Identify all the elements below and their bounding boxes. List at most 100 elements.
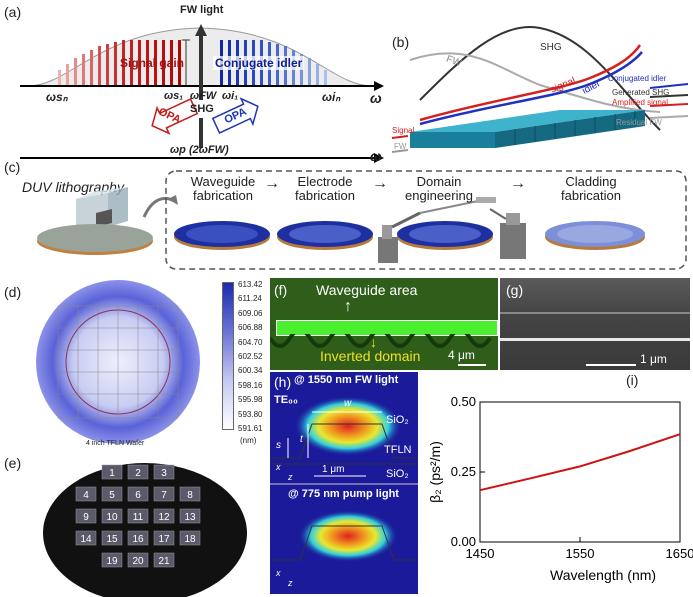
chip-number-9: 9 (83, 512, 89, 523)
signal-curve (419, 44, 642, 122)
panel-f-label: (f) (274, 282, 288, 298)
generated-shg-label: Generated SHG (612, 88, 670, 97)
waveguide-top (410, 110, 645, 132)
signal-gain-label: Signal gain (120, 56, 185, 70)
y-tick-label: 0.50 (451, 394, 476, 409)
omega-in: ωiₙ (322, 90, 341, 104)
series-line (479, 433, 681, 492)
x-tick-label: 1550 (566, 546, 595, 561)
chip-number-8: 8 (187, 490, 193, 501)
omega-sn: ωsₙ (46, 90, 68, 104)
axis-z-bottom: z (288, 578, 293, 588)
idler-curve (419, 51, 643, 126)
panel-g-label: (g) (506, 282, 524, 298)
sio2-top-label: SiO₂ (386, 414, 409, 426)
chip-number-4: 4 (83, 490, 89, 501)
chip-number-12: 12 (158, 512, 170, 523)
wafer-caption: 4 inch TFLN Wafer (86, 440, 145, 447)
chip-number-20: 20 (132, 556, 144, 567)
chip-number-1: 1 (109, 468, 115, 479)
scale-label-g: 1 μm (640, 352, 667, 366)
chip-number-14: 14 (80, 534, 92, 545)
colorbar (222, 282, 234, 430)
chip-number-19: 19 (106, 556, 118, 567)
waveguide-front (410, 132, 495, 148)
panel-c-label: (c) (4, 159, 21, 175)
step-cladding: Cladding fabrication (561, 174, 621, 203)
panel-f: (f) Waveguide area ↑ ↓ Inverted domain 4… (270, 278, 498, 370)
waveguide-arrow: ↑ (344, 298, 352, 315)
step-arrow-3: → (510, 175, 526, 192)
shg-curve (419, 25, 661, 131)
x-tick-label: 1450 (466, 546, 495, 561)
w-label: w (344, 398, 352, 409)
chip-number-13: 13 (184, 512, 196, 523)
mode-title-top: @ 1550 nm FW light (294, 374, 399, 386)
omega-s1: ωs₁ (164, 90, 184, 102)
step-waveguide: Waveguide fabrication (190, 174, 256, 203)
omega-fw: ωFW (190, 90, 217, 102)
x-tick-label: 1650 (666, 546, 693, 561)
mode-profiles (270, 396, 418, 562)
axis-x-bottom: x (276, 568, 281, 578)
gvd-chart: 1450 1550 1650 0.00 0.25 0.50 Wavelength (nm)… (427, 394, 693, 583)
y-axis-label: β₂ (ps²/m) (427, 441, 443, 503)
chip-number-2: 2 (135, 468, 141, 479)
panel-b-label: (b) (392, 34, 410, 50)
axis-x-top: x (276, 462, 281, 472)
chip-number-3: 3 (161, 468, 167, 479)
omega-i1: ωi₁ (222, 90, 239, 102)
wafer-map (36, 280, 200, 444)
omega-p-label: ωp (2ωFW) (170, 144, 229, 156)
scale-label-h: 1 μm (322, 464, 345, 475)
panel-d: (d) 4 inch TFLN Wafer 613.42 611.24 609.… (0, 278, 270, 453)
panel-d-label: (d) (4, 284, 22, 300)
chip-number-17: 17 (158, 534, 170, 545)
scale-label-f: 4 μm (448, 348, 475, 362)
step-domain: Domain engineering (405, 174, 473, 203)
chip-number-15: 15 (106, 534, 118, 545)
chip-number-6: 6 (135, 490, 141, 501)
y-tick-label: 0.25 (451, 464, 476, 479)
step-electrode: Electrode fabrication (295, 174, 355, 203)
x-axis-label: Wavelength (nm) (550, 567, 656, 583)
domain-arrow: ↓ (370, 334, 377, 350)
panel-a-diagram (20, 24, 384, 163)
axis-z-top: z (288, 472, 293, 482)
shg-label: SHG (190, 103, 214, 115)
waveguide-area-label: Waveguide area (316, 282, 418, 298)
conjugate-idler-label: Conjugate idler (213, 56, 305, 70)
fw-light-label: FW light (180, 4, 224, 16)
chip-number-7: 7 (161, 490, 167, 501)
panel-i-label: (i) (626, 372, 639, 388)
opa-left-arrow (151, 98, 199, 135)
panel-c: (c) DUV lithography (0, 159, 693, 275)
panel-b-diagram (391, 25, 689, 153)
panel-i: (i) 1450 1550 1650 0.00 0.25 0.50 Wavelength … (420, 372, 693, 594)
panel-h-label: (h) (274, 374, 292, 390)
opa-right-arrow (211, 97, 259, 134)
waveguide-side (495, 110, 645, 148)
chip-number-5: 5 (109, 490, 115, 501)
chip-numbers: 1 2 3 4 5 6 7 8 9 10 11 12 13 14 15 16 1… (80, 468, 196, 567)
chip-number-11: 11 (133, 512, 144, 523)
omega-axis-1: ω (370, 90, 382, 106)
panel-a-label: (a) (4, 4, 22, 20)
panel-e-label: (e) (4, 455, 22, 471)
panel-b: (b) SHG FW signal idler Conjugated idler… (390, 0, 693, 165)
plot-frame (479, 401, 681, 543)
omega-axis-2: ω (370, 148, 382, 164)
panel-e: (e) 1 2 3 4 5 6 7 8 9 10 11 12 13 14 15 … (0, 453, 270, 597)
panel-g: (g) 1 μm (500, 278, 690, 370)
panel-a: (a) FW light Signal gain Conjugate idler… (0, 0, 390, 165)
waveguide-edge (500, 338, 690, 341)
inverted-domain-pattern (270, 334, 492, 348)
y-tick-label: 0.00 (451, 534, 476, 549)
s-label: s (276, 440, 281, 451)
colorbar-unit: (nm) (240, 436, 257, 445)
axis-ticks: 1450 1550 1650 0.00 0.25 0.50 (451, 394, 693, 561)
chip-number-16: 16 (132, 534, 144, 545)
conjugated-idler-label: Conjugated idler (608, 74, 667, 83)
amplified-signal-label: Amplified signal (612, 98, 669, 107)
fw-curve (409, 52, 661, 113)
